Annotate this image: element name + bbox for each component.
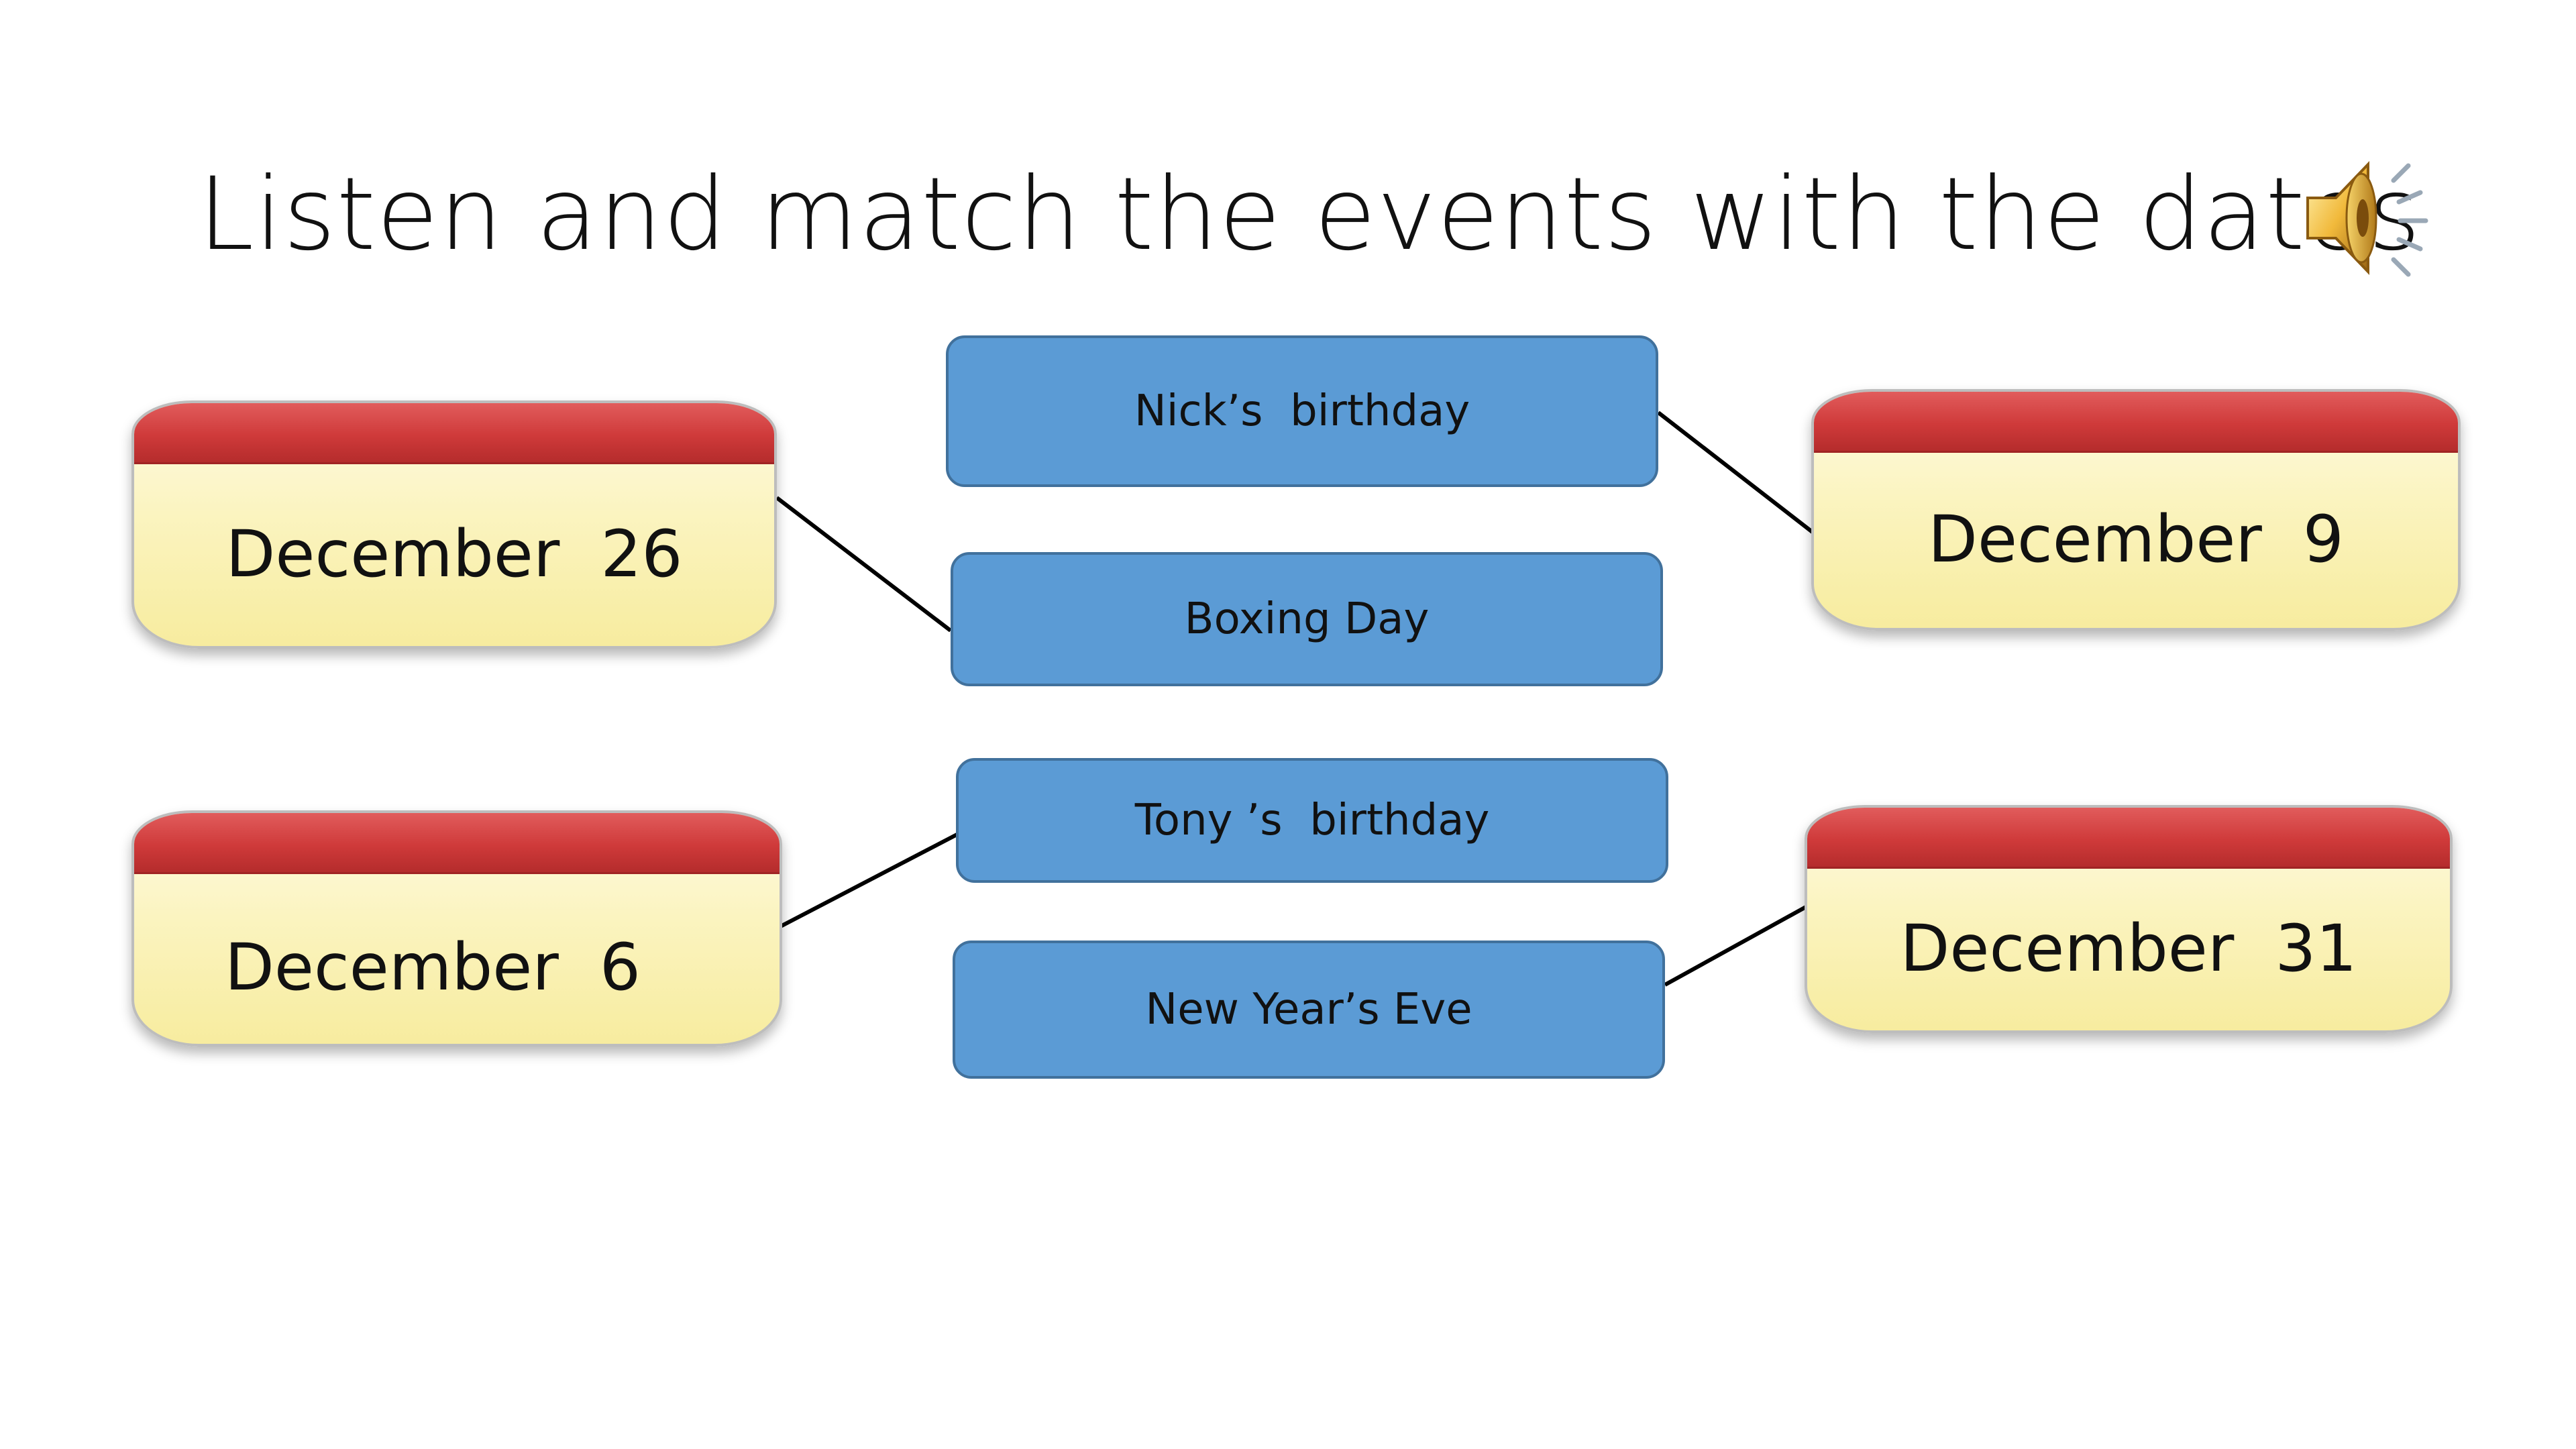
date-card-label: December 26 — [225, 517, 683, 592]
date-card-december-9[interactable]: December 9 — [1811, 389, 2461, 631]
match-line-nick-dec9 — [1657, 411, 1833, 549]
date-card-label: December 31 — [1900, 911, 2357, 986]
event-new-years-eve[interactable]: New Year’s Eve — [953, 941, 1665, 1079]
event-tonys-birthday[interactable]: Tony ’s birthday — [956, 758, 1668, 883]
match-line-newyear-dec31 — [1664, 898, 1819, 987]
event-nicks-birthday[interactable]: Nick’s birthday — [946, 335, 1658, 487]
event-boxing-day[interactable]: Boxing Day — [951, 552, 1663, 686]
date-card-band — [1814, 392, 2458, 453]
date-card-label: December 9 — [1928, 502, 2344, 577]
date-card-december-6[interactable]: December 6 — [131, 810, 782, 1046]
slide-title: Listen and match the events with the dat… — [198, 156, 2422, 273]
date-card-band — [134, 813, 780, 874]
date-card-band — [1807, 808, 2450, 869]
date-card-band — [134, 403, 774, 464]
match-line-tony-dec6 — [770, 828, 966, 933]
date-card-december-31[interactable]: December 31 — [1805, 805, 2453, 1033]
match-line-boxing-dec26 — [775, 496, 952, 633]
speaker-icon[interactable] — [2294, 151, 2442, 285]
date-card-label: December 6 — [225, 930, 641, 1005]
speaker-icon-graphic — [2306, 161, 2428, 277]
date-card-december-26[interactable]: December 26 — [131, 400, 777, 649]
